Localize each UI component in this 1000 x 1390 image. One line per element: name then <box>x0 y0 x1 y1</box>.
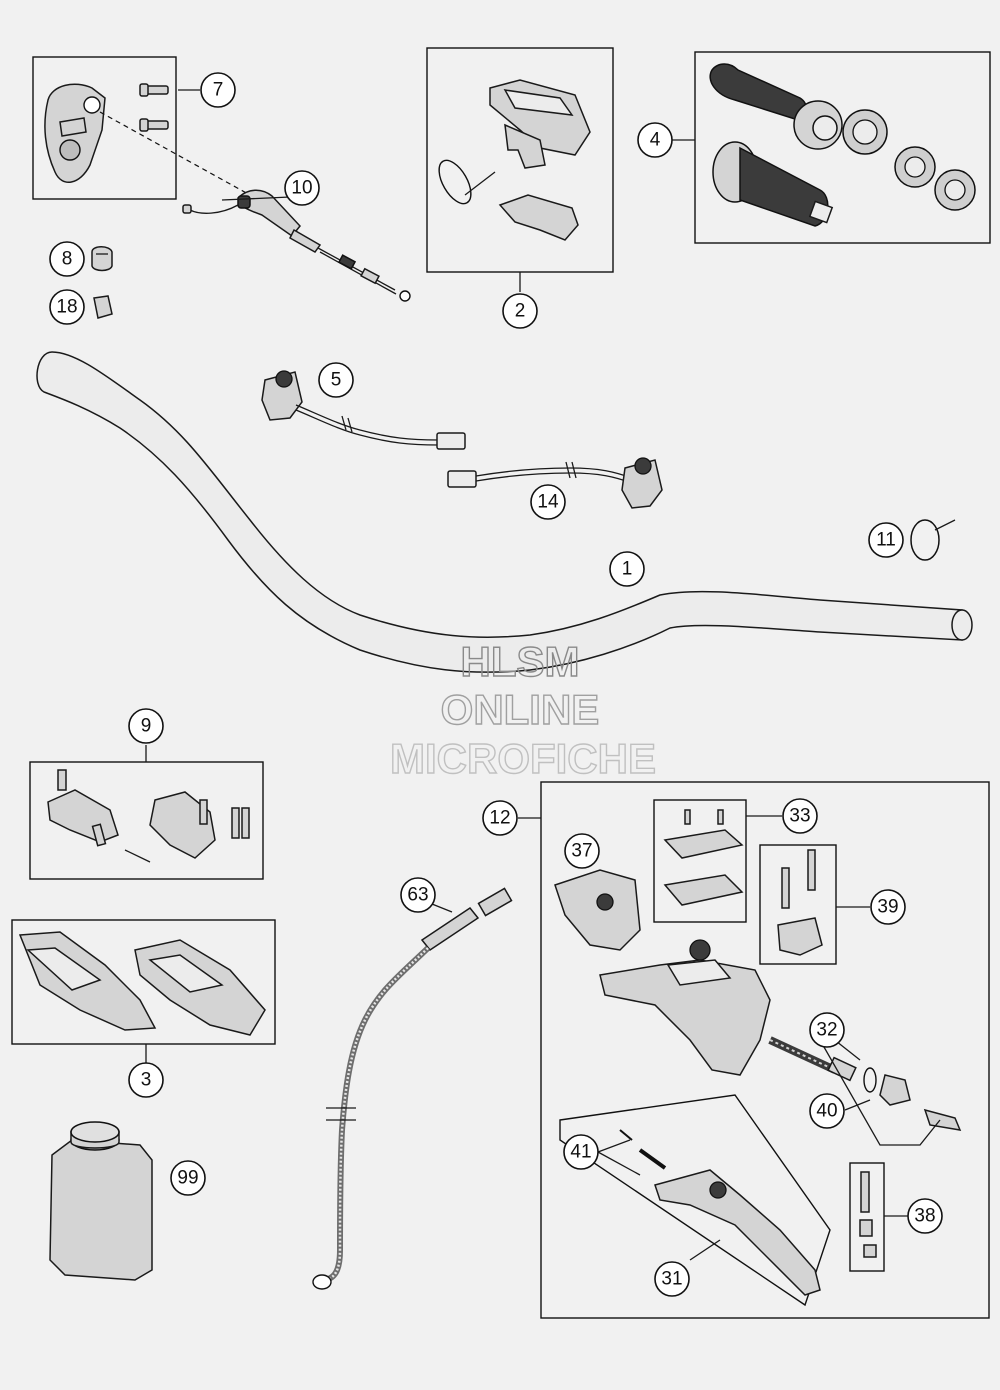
box-12-master-cylinder <box>518 781 990 1319</box>
callout-12: 12 <box>489 808 510 829</box>
callout-39: 39 <box>877 897 898 918</box>
callout-63: 63 <box>407 885 428 906</box>
cable-tie-11 <box>910 519 956 561</box>
start-switch-14 <box>447 457 663 509</box>
callout-37: 37 <box>571 841 592 862</box>
callout-31: 31 <box>661 1269 682 1290</box>
brake-fluid-99 <box>49 1121 153 1281</box>
callout-3: 3 <box>141 1070 152 1091</box>
clip-18 <box>93 295 113 319</box>
brake-line-63 <box>312 887 513 1290</box>
box-3-handguards <box>11 919 276 1064</box>
handlebar <box>36 351 973 673</box>
watermark: HLSM ONLINE MICROFICHE <box>389 637 656 782</box>
callout-10: 10 <box>291 178 312 199</box>
watermark-line-2: ONLINE <box>441 686 600 733</box>
callout-8: 8 <box>62 249 73 270</box>
callout-18: 18 <box>56 297 77 318</box>
watermark-line-3: MICROFICHE <box>390 735 656 782</box>
watermark-line-1: HLSM <box>461 638 580 685</box>
callout-4: 4 <box>650 130 661 151</box>
callout-40: 40 <box>816 1101 837 1122</box>
callouts <box>49 72 943 1297</box>
callout-99: 99 <box>177 1168 198 1189</box>
box-2-switch-cover <box>426 47 614 292</box>
box-4-grips <box>672 51 991 244</box>
box-9-mount-kit <box>29 745 264 880</box>
callout-32: 32 <box>816 1020 837 1041</box>
clutch-cable <box>182 189 411 302</box>
callout-5: 5 <box>331 370 342 391</box>
callout-33: 33 <box>789 806 810 827</box>
callout-11: 11 <box>876 530 896 551</box>
callout-2: 2 <box>515 301 526 322</box>
callout-38: 38 <box>914 1206 935 1227</box>
clip-8 <box>91 246 113 272</box>
callout-9: 9 <box>141 716 152 737</box>
box-7-fitting <box>32 56 251 200</box>
callout-14: 14 <box>537 492 559 513</box>
callout-1: 1 <box>622 559 633 580</box>
kill-switch-5 <box>261 370 466 450</box>
callout-41: 41 <box>570 1142 591 1163</box>
callout-7: 7 <box>213 80 224 101</box>
